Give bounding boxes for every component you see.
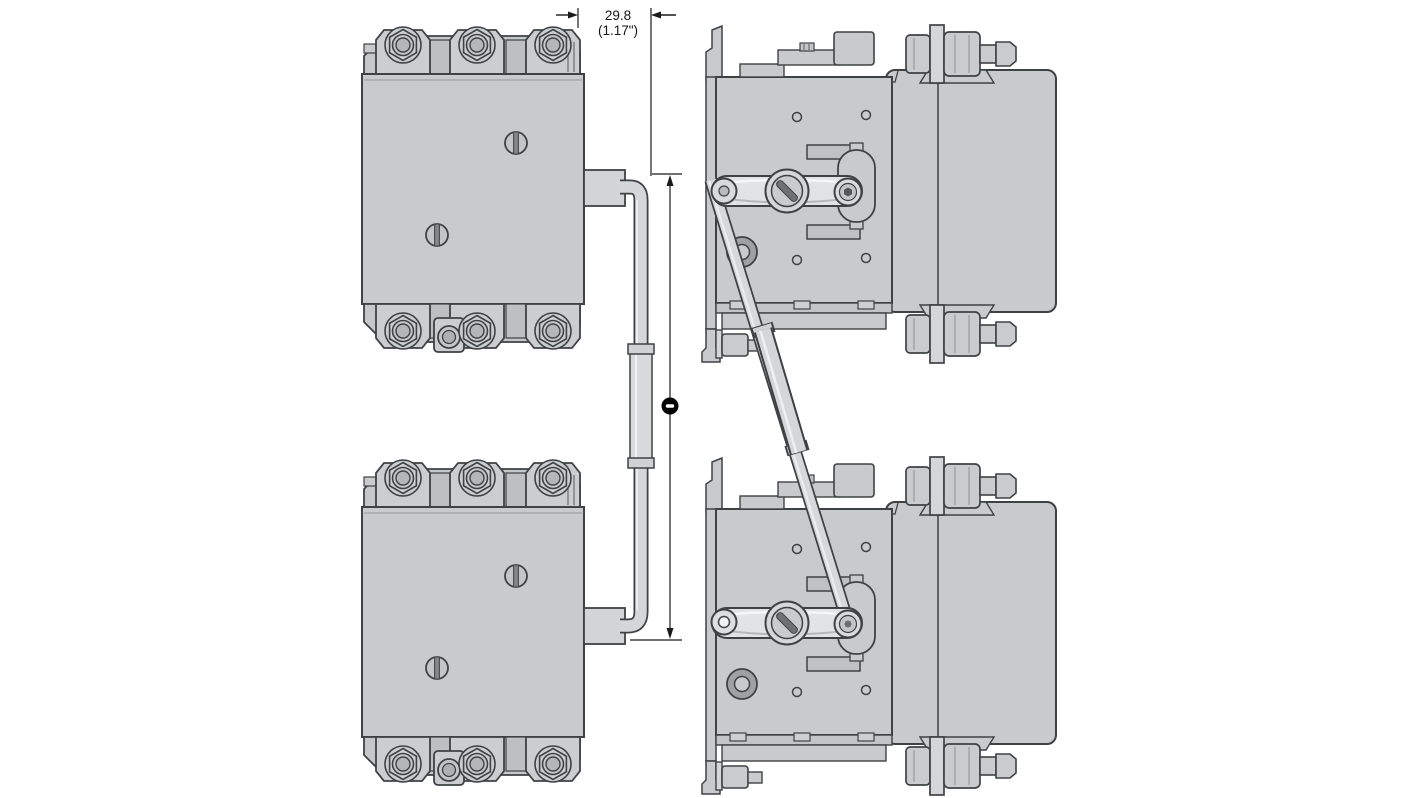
terminal-stud-upper-bottom	[905, 304, 1017, 364]
front-view-upper-breaker	[362, 27, 584, 352]
sleeve-collar	[627, 343, 655, 355]
interlock-lever-lower	[710, 600, 863, 646]
arrowhead	[651, 11, 661, 19]
lever-screw-slot	[776, 180, 798, 202]
adjuster-sleeve	[755, 327, 807, 455]
terminal-stud-lower-bottom	[905, 736, 1017, 796]
arrowhead	[568, 11, 578, 19]
rod-bracket-lower	[583, 607, 626, 645]
interlock-lever-upper	[710, 168, 863, 214]
arrowhead-up	[666, 175, 674, 186]
dimension-annotations: 29.8 (1.17")	[556, 8, 682, 641]
front-views	[362, 27, 584, 785]
dimension-29-8: 29.8 (1.17")	[556, 8, 676, 176]
dimension-label-inch: (1.17")	[598, 23, 638, 38]
side-views	[701, 24, 1057, 796]
interlock-connecting-rod	[704, 178, 856, 628]
vertical-link-assembly	[583, 169, 655, 645]
lever-screw-slot	[776, 612, 798, 634]
sleeve-collar	[627, 457, 655, 469]
rod-sleeve	[629, 347, 653, 464]
vertical-dimension	[630, 173, 682, 641]
rod-bracket-upper	[583, 169, 626, 207]
dimension-label-mm: 29.8	[605, 8, 631, 23]
arrowhead-down	[666, 628, 674, 639]
front-view-lower-breaker	[362, 460, 584, 785]
